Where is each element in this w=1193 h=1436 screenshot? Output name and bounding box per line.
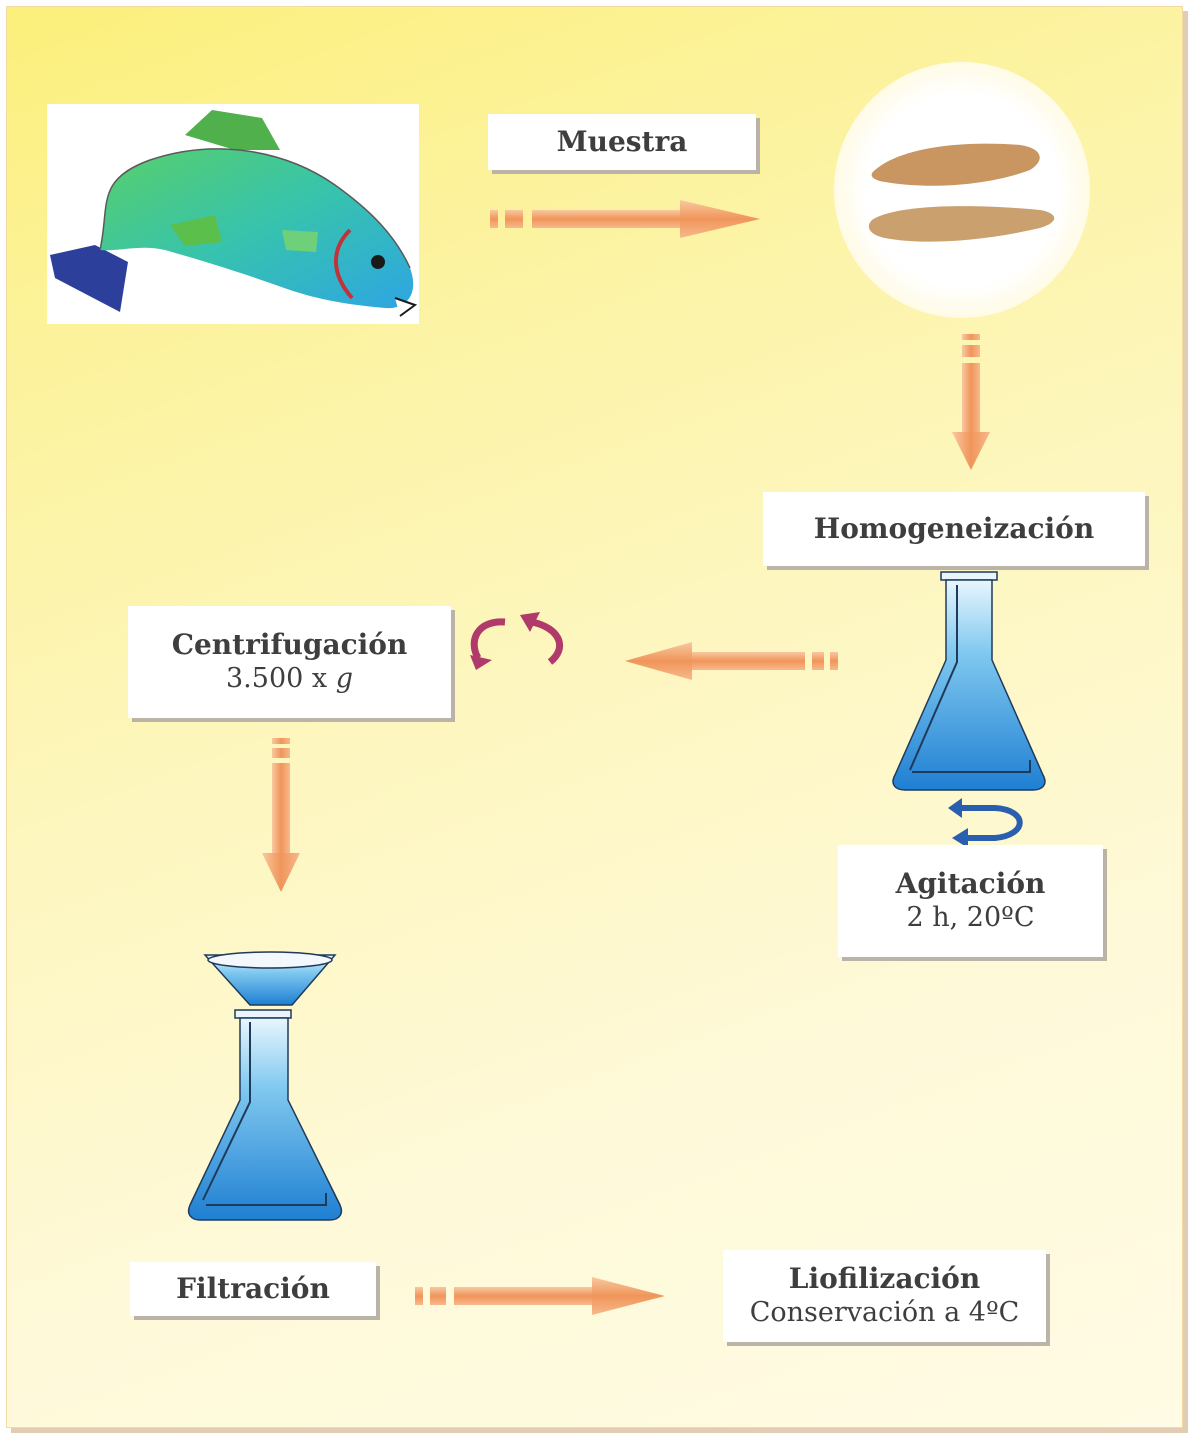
step-homogeneizacion-title: Homogeneización <box>814 512 1094 546</box>
step-centrifugacion-unit: g <box>336 663 353 694</box>
step-liofilizacion: Liofilización Conservación a 4ºC <box>723 1250 1046 1342</box>
step-centrifugacion: Centrifugación 3.500 x g <box>128 606 451 718</box>
step-filtracion-title: Filtración <box>176 1272 330 1306</box>
funnel-flask-icon <box>189 952 342 1220</box>
step-filtracion: Filtración <box>130 1262 376 1316</box>
step-homogeneizacion: Homogeneización <box>763 492 1145 566</box>
step-centrifugacion-sub: 3.500 x g <box>226 662 353 696</box>
step-muestra-title: Muestra <box>557 125 688 159</box>
step-liofilizacion-title: Liofilización <box>789 1262 980 1296</box>
arrow-liofilizacion <box>415 1277 665 1315</box>
arrow-muestra <box>490 200 760 238</box>
step-centrifugacion-title: Centrifugación <box>172 628 408 662</box>
step-agitacion-title: Agitación <box>896 867 1046 901</box>
flask-icon <box>893 572 1045 790</box>
step-liofilizacion-sub: Conservación a 4ºC <box>750 1296 1020 1330</box>
step-centrifugacion-speed: 3.500 x <box>226 663 327 694</box>
step-muestra: Muestra <box>488 114 756 170</box>
fish-icon <box>47 104 419 324</box>
arrow-centrifugacion <box>625 642 838 680</box>
arrow-filtracion <box>262 738 300 892</box>
fillet-icon <box>834 62 1090 318</box>
step-agitacion-sub: 2 h, 20ºC <box>906 901 1034 935</box>
arrow-homogeneizacion <box>952 334 990 470</box>
step-agitacion: Agitación 2 h, 20ºC <box>838 845 1103 957</box>
rotation-icon <box>470 612 560 670</box>
stir-icon <box>948 798 1020 848</box>
